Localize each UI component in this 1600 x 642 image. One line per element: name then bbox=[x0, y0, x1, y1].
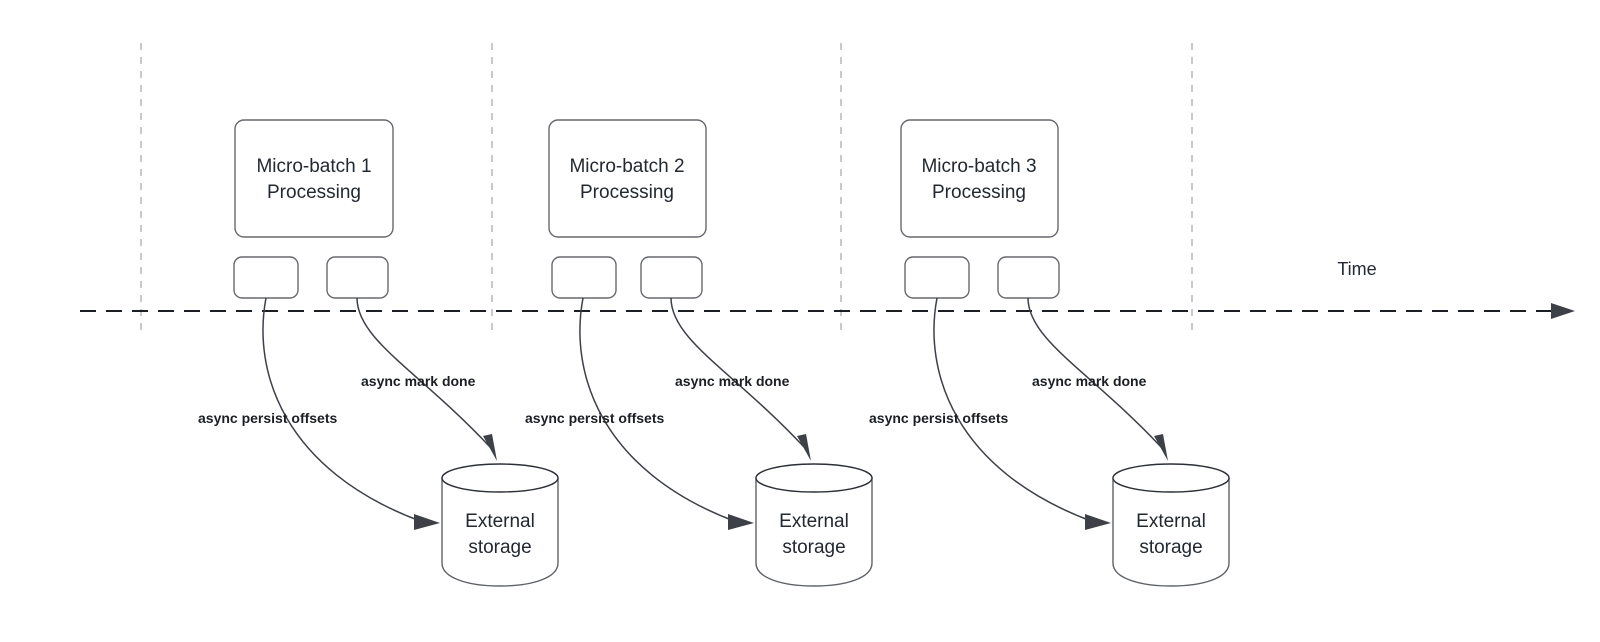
micro-batch-1-external-storage[interactable]: External storage bbox=[441, 463, 559, 587]
micro-batch-3-storage-label-line1: External bbox=[1136, 511, 1206, 532]
micro-batch-3-storage-top bbox=[1112, 463, 1230, 493]
micro-batch-2-mark-done-label: async mark done bbox=[675, 373, 790, 389]
micro-batch-2-label-line1: Micro-batch 2 bbox=[569, 156, 684, 177]
time-axis-arrowhead bbox=[1551, 303, 1575, 319]
micro-batch-2-storage-top bbox=[755, 463, 873, 493]
micro-batch-1-label-line2: Processing bbox=[267, 182, 361, 203]
micro-batch-3-persist-offsets-arrowhead bbox=[1085, 514, 1111, 530]
micro-batch-3-storage-body bbox=[1112, 477, 1230, 587]
micro-batch-2-mark-done-edge bbox=[670, 297, 805, 448]
micro-batch-1-storage-label-line1: External bbox=[465, 511, 535, 532]
micro-batch-2-task-a-box[interactable] bbox=[551, 256, 617, 299]
micro-batch-3-task-b-box[interactable] bbox=[997, 256, 1060, 299]
micro-batch-2-mark-done-arrowhead bbox=[797, 434, 811, 461]
micro-batch-3-persist-offsets-label: async persist offsets bbox=[869, 410, 1008, 426]
micro-batch-3-storage-label-line2: storage bbox=[1139, 537, 1202, 558]
micro-batch-2-persist-offsets-arrowhead bbox=[728, 514, 754, 530]
micro-batch-1-processing-box[interactable] bbox=[234, 119, 394, 238]
time-axis-label: Time bbox=[1337, 259, 1376, 279]
micro-batch-1-mark-done-edge bbox=[356, 297, 491, 448]
micro-batch-1-mark-done-arrowhead bbox=[483, 434, 497, 461]
micro-batch-3-label-line1: Micro-batch 3 bbox=[921, 156, 1036, 177]
micro-batch-1-label-line1: Micro-batch 1 bbox=[256, 156, 371, 177]
micro-batch-1-task-a-box[interactable] bbox=[233, 256, 299, 299]
micro-batch-3-group: Micro-batch 3 Processing async persist o… bbox=[869, 119, 1230, 587]
batch-boundary-ticks bbox=[140, 43, 1193, 335]
micro-batch-2-external-storage[interactable]: External storage bbox=[755, 463, 873, 587]
micro-batch-1-task-b-box[interactable] bbox=[326, 256, 389, 299]
micro-batch-1-persist-offsets-arrowhead bbox=[414, 514, 440, 530]
micro-batch-2-processing-box[interactable] bbox=[548, 119, 707, 238]
micro-batch-1-persist-offsets-label: async persist offsets bbox=[198, 410, 337, 426]
micro-batch-2-storage-label-line2: storage bbox=[782, 537, 845, 558]
time-axis bbox=[80, 303, 1575, 319]
micro-batch-1-storage-body bbox=[441, 477, 559, 587]
micro-batch-1-persist-offsets-edge bbox=[262, 297, 421, 522]
micro-batch-3-task-a-box[interactable] bbox=[904, 256, 970, 299]
micro-batch-3-mark-done-edge bbox=[1027, 297, 1162, 448]
micro-batch-1-group: Micro-batch 1 Processing async persist o… bbox=[198, 119, 559, 587]
micro-batch-2-task-b-box[interactable] bbox=[640, 256, 703, 299]
micro-batch-1-storage-label-line2: storage bbox=[468, 537, 531, 558]
micro-batch-3-external-storage[interactable]: External storage bbox=[1112, 463, 1230, 587]
micro-batch-3-persist-offsets-edge bbox=[933, 297, 1092, 522]
micro-batch-1-mark-done-label: async mark done bbox=[361, 373, 476, 389]
micro-batch-2-group: Micro-batch 2 Processing async persist o… bbox=[525, 119, 873, 587]
micro-batch-3-mark-done-label: async mark done bbox=[1032, 373, 1147, 389]
micro-batch-2-persist-offsets-edge bbox=[579, 297, 735, 522]
micro-batch-3-mark-done-arrowhead bbox=[1154, 434, 1168, 461]
micro-batch-1-storage-top bbox=[441, 463, 559, 493]
micro-batch-3-label-line2: Processing bbox=[932, 182, 1026, 203]
micro-batch-2-storage-body bbox=[755, 477, 873, 587]
micro-batch-2-storage-label-line1: External bbox=[779, 511, 849, 532]
micro-batch-3-processing-box[interactable] bbox=[900, 119, 1059, 238]
micro-batch-2-persist-offsets-label: async persist offsets bbox=[525, 410, 664, 426]
micro-batch-2-label-line2: Processing bbox=[580, 182, 674, 203]
